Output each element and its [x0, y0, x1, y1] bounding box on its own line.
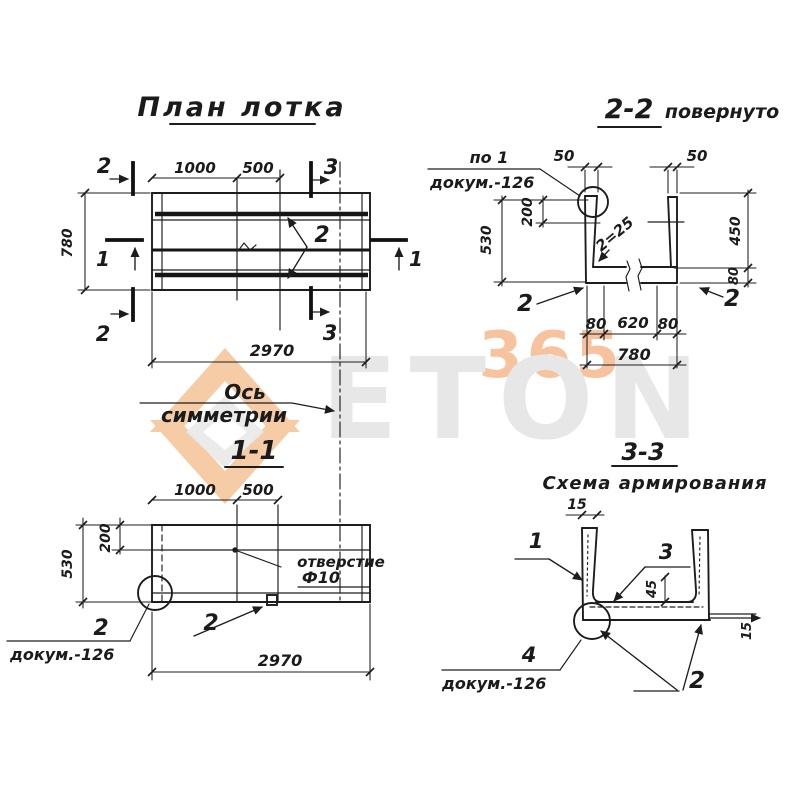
s22-callout-right: 2 [724, 286, 740, 312]
detail-circle [577, 186, 609, 218]
s22-dim-780: 780 [617, 345, 650, 364]
s33-dim-15-right: 15 [740, 622, 755, 640]
detail-circle [137, 575, 173, 611]
hexagon-logo-icon [150, 348, 300, 504]
s22-doc-ref: докум.-126 [429, 173, 534, 192]
s11-dim-200: 200 [98, 523, 114, 552]
section-1-1: 1-1 1000 500 отверстие Ф10 530 2 [6, 436, 385, 681]
plan-mark-1-right: 1 [409, 247, 423, 271]
plan-mark-2-bottom: 2 [96, 322, 111, 346]
s22-dim-450: 450 [728, 216, 744, 246]
s22-dim-80-bl: 80 [586, 315, 607, 333]
s33-doc-ref: докум.-126 [441, 674, 546, 693]
plan-title: План лотка [137, 92, 346, 123]
plan-callout-rebar: 2 [314, 223, 329, 248]
plan-dim-2970: 2970 [250, 341, 295, 360]
s33-callout-3: 3 [659, 540, 674, 564]
plan-dim-500: 500 [242, 159, 273, 177]
axis-note-line2: симметрии [161, 403, 287, 427]
s11-dim-2970: 2970 [258, 651, 303, 670]
s11-dim-530: 530 [60, 549, 76, 578]
s33-callout-1: 1 [529, 529, 544, 553]
plan-dim-780: 780 [60, 228, 76, 257]
plan-mark-3-top: 3 [324, 155, 339, 179]
s22-dim-50-left: 50 [554, 147, 575, 165]
s11-doc-ref: докум.-126 [9, 645, 114, 664]
plan-mark-2-top: 2 [97, 154, 112, 178]
s33-dim-15-top: 15 [567, 497, 587, 513]
watermark-badge: 365 [478, 319, 624, 393]
section-2-2: 2-2 повернуто по 1 докум.-126 50 [427, 94, 779, 370]
s22-ref-label: по 1 [470, 148, 509, 167]
s33-callout-4: 4 [521, 643, 537, 667]
loop-mark [266, 594, 278, 606]
s11-callout-corner: 2 [93, 616, 108, 641]
s33-dim-45: 45 [645, 580, 660, 599]
s22-dim-50-right: 50 [687, 147, 708, 165]
section-3-3-title: 3-3 [621, 438, 664, 466]
s22-dim-200: 200 [520, 197, 536, 226]
section-3-3-subtitle: Схема армирования [543, 473, 768, 494]
s11-callout-loop: 2 [203, 611, 218, 636]
section-3-3: 3-3 Схема армирования 15 15 45 1 [441, 438, 768, 694]
plan-mark-3-bottom: 3 [323, 321, 338, 345]
rebar-left-wall [586, 534, 589, 597]
s11-dim-1000: 1000 [174, 481, 216, 499]
s22-dim-80-right: 80 [727, 267, 742, 285]
section-2-2-title: 2-2 [605, 94, 654, 125]
s11-dim-500: 500 [242, 481, 273, 499]
axis-note-line1: Ось [224, 380, 266, 404]
plan-mark-1-left: 1 [96, 247, 110, 271]
section-1-1-title: 1-1 [231, 436, 278, 466]
section-2-2-subtitle: повернуто [665, 101, 779, 123]
hole-note-line2: Ф10 [302, 568, 340, 587]
hole-note-line1: отверстие [297, 553, 385, 571]
s22-dim-620: 620 [617, 314, 648, 332]
plan-dim-1000: 1000 [174, 159, 216, 177]
watermark-word: ETON [321, 335, 711, 465]
detail-circle [573, 602, 611, 640]
symmetry-axis-note: Ось симметрии [139, 380, 335, 427]
s33-callout-2: 2 [689, 668, 705, 694]
s22-note: 2=25 [592, 213, 637, 255]
s22-dim-530: 530 [479, 225, 495, 254]
plan-view: План лотка 1000 500 780 [60, 92, 423, 603]
beton365-watermark: 365 ETON [150, 319, 711, 504]
rebar-right-wall [698, 536, 701, 598]
s22-dim-80-br: 80 [658, 315, 679, 333]
s22-callout-left: 2 [517, 291, 533, 317]
